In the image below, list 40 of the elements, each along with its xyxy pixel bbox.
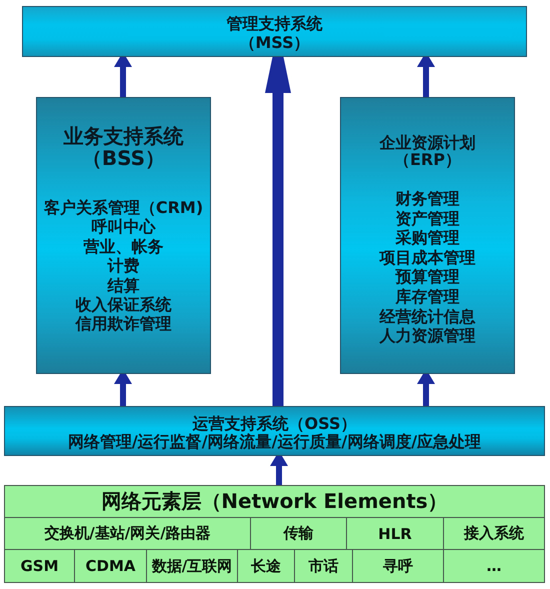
system-abbreviation: （ERP） — [394, 151, 461, 168]
system-box — [340, 97, 515, 374]
network-element-cell: 传输 — [250, 517, 346, 549]
network-element-cell: 接入系统 — [443, 517, 544, 549]
system-name: 管理支持系统 — [226, 14, 322, 33]
network-element-cell: 寻呼 — [352, 549, 443, 582]
function-list: 网络管理/运行监督/网络流量/运行质量/网络调度/应急处理 — [68, 432, 482, 450]
system-name: 业务支持系统 — [64, 125, 184, 147]
system-abbreviation: （BSS） — [82, 147, 166, 169]
network-element-cell: HLR — [346, 517, 443, 549]
function-item: 财务管理 — [396, 189, 460, 209]
network-element-cell: 交换机/基站/网关/路由器 — [5, 517, 250, 549]
network-element-cell: … — [443, 549, 544, 582]
function-item: 采购管理 — [396, 228, 460, 248]
function-item: 信用欺诈管理 — [76, 314, 172, 334]
function-item: 库存管理 — [396, 286, 460, 307]
network-element-cell: CDMA — [74, 549, 146, 582]
function-item: 收入保证系统 — [76, 295, 172, 314]
function-item: 营业、帐务 — [84, 236, 164, 256]
function-item: 预算管理 — [396, 267, 460, 287]
system-name: 运营支持系统（OSS） — [192, 415, 356, 432]
function-item: 资产管理 — [396, 208, 460, 228]
function-item: 结算 — [108, 276, 140, 296]
system-name: 企业资源计划 — [380, 134, 476, 151]
network-element-cell: 数据/互联网 — [146, 549, 237, 582]
system-box — [22, 6, 527, 57]
network-element-cell: 长途 — [237, 549, 294, 582]
network-layer-table — [4, 485, 545, 583]
layer-title: 网络元素层（Network Elements） — [101, 488, 448, 515]
function-item: 人力资源管理 — [380, 326, 476, 346]
system-box — [36, 97, 211, 374]
network-element-cell: GSM — [5, 549, 74, 582]
function-item: 经营统计信息 — [380, 306, 476, 326]
system-box — [4, 406, 545, 456]
function-item: 客户关系管理（CRM) — [44, 198, 204, 218]
function-item: 呼叫中心 — [92, 217, 156, 237]
function-item: 计费 — [108, 256, 140, 276]
function-item: 项目成本管理 — [380, 248, 476, 268]
network-element-cell: 市话 — [294, 549, 352, 582]
system-abbreviation: （MSS） — [239, 33, 310, 52]
